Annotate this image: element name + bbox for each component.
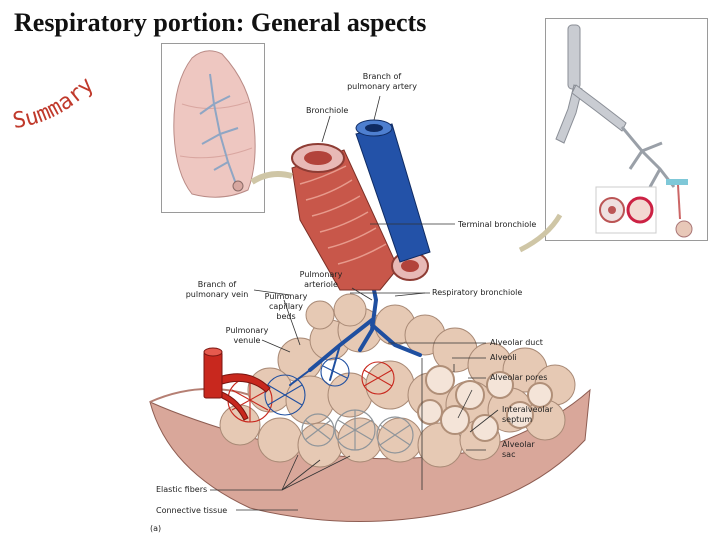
label-pulmonary-capillary-beds: Pulmonary capillary beds (256, 292, 316, 322)
label-connective-tissue: Connective tissue (156, 506, 227, 516)
label-bronchiole: Bronchiole (306, 106, 348, 116)
label-alveolar-duct: Alveolar duct (490, 338, 543, 348)
label-respiratory-bronchiole: Respiratory bronchiole (432, 288, 522, 298)
panel-letter: (a) (150, 524, 161, 534)
label-alveoli: Alveoli (490, 353, 517, 363)
lung-arrow (252, 174, 292, 182)
label-pulmonary-venule: Pulmonary venule (218, 326, 276, 346)
label-pulmonary-arteriole: Pulmonary arteriole (292, 270, 350, 290)
label-elastic-fibers: Elastic fibers (156, 485, 207, 495)
label-branch-pulmonary-artery: Branch of pulmonary artery (336, 72, 428, 92)
label-interalveolar-septum: Interalveolar septum (502, 405, 553, 425)
label-terminal-bronchiole: Terminal bronchiole (458, 220, 536, 230)
label-alveolar-sac: Alveolar sac (502, 440, 535, 460)
label-branch-pulmonary-vein: Branch of pulmonary vein (180, 280, 254, 300)
label-alveolar-pores: Alveolar pores (490, 373, 547, 383)
